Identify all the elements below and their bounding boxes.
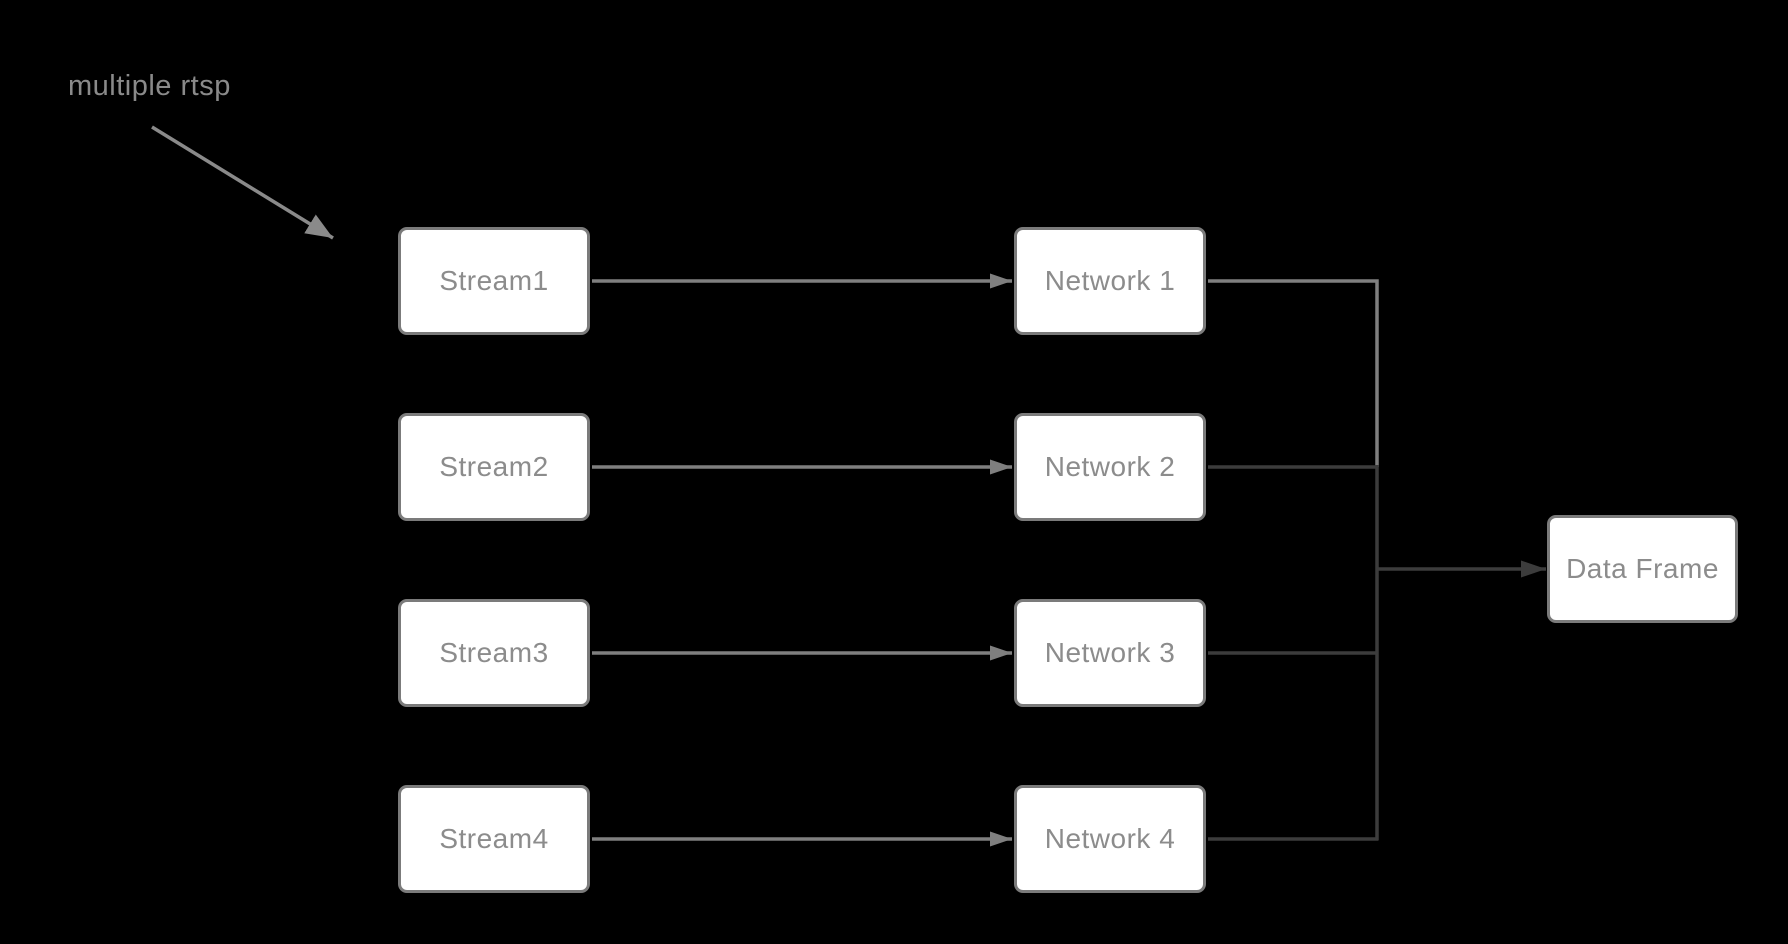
node-stream3: Stream3	[398, 599, 590, 707]
node-stream2-label: Stream2	[439, 451, 549, 482]
edges-network-to-trunk	[1208, 279, 1379, 841]
node-stream4: Stream4	[398, 785, 590, 893]
node-stream1-label: Stream1	[439, 265, 549, 296]
node-network1-label: Network 1	[1044, 265, 1176, 296]
node-network4-label: Network 4	[1044, 823, 1176, 854]
node-data-frame-label: Data Frame	[1566, 553, 1719, 584]
edges-stream-to-network	[592, 273, 1012, 847]
node-network4: Network 4	[1014, 785, 1206, 893]
node-network2: Network 2	[1014, 413, 1206, 521]
node-network2-label: Network 2	[1044, 451, 1176, 482]
node-stream2: Stream2	[398, 413, 590, 521]
node-stream4-label: Stream4	[439, 823, 549, 854]
node-network3-label: Network 3	[1044, 637, 1176, 668]
annotation-arrow	[151, 125, 334, 240]
edge-network1-elbow	[1208, 279, 1379, 467]
node-stream1: Stream1	[398, 227, 590, 335]
node-data-frame: Data Frame	[1547, 515, 1738, 623]
node-network3: Network 3	[1014, 599, 1206, 707]
node-network1: Network 1	[1014, 227, 1206, 335]
node-stream3-label: Stream3	[439, 637, 549, 668]
annotation-label: multiple rtsp	[68, 70, 231, 102]
